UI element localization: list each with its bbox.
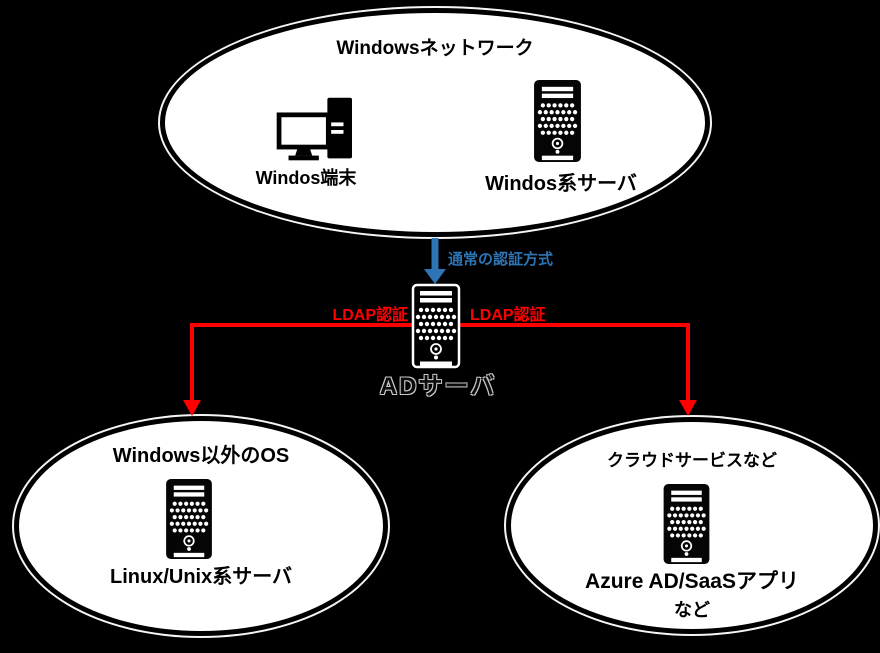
ldap-auth-label-left: LDAP認証: [332, 307, 408, 324]
linux-unix-server-label: Linux/Unix系サーバ: [109, 566, 293, 588]
windows-network-ellipse: Windowsネットワーク Windos端末 Windos系サーバ: [160, 8, 710, 237]
windows-client-label: Windos端末: [255, 168, 357, 188]
non-windows-ellipse: Windows以外のOS Linux/Unix系サーバ: [14, 416, 388, 636]
windows-server-label: Windos系サーバ: [485, 173, 637, 195]
normal-auth-label: 通常の認証方式: [448, 251, 554, 268]
ad-server-label: ADサーバ: [379, 373, 497, 400]
azure-saas-label2: など: [674, 600, 710, 620]
cloud-services-title: クラウドサービスなど: [607, 451, 777, 470]
normal-auth-arrow: [424, 238, 446, 284]
azure-saas-label: Azure AD/SaaSアプリ: [585, 570, 799, 593]
ad-server-icon: [410, 283, 462, 369]
ldap-auth-label-right: LDAP認証: [470, 307, 546, 324]
non-windows-title: Windows以外のOS: [112, 445, 290, 467]
cloud-services-ellipse: クラウドサービスなど Azure AD/SaaSアプリ など: [506, 417, 878, 634]
windows-network-title: Windowsネットワーク: [336, 38, 534, 59]
